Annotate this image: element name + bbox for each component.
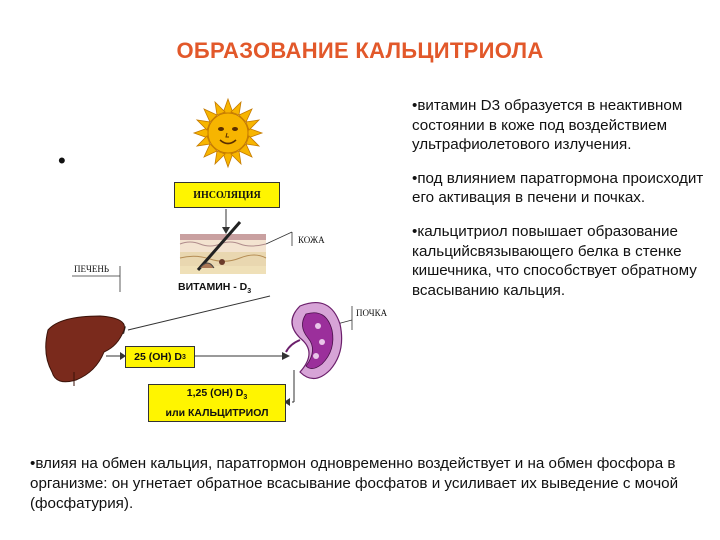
page-title: ОБРАЗОВАНИЕ КАЛЬЦИТРИОЛА <box>176 38 544 63</box>
bottom-paragraph: •влияя на обмен кальция, паратгормон одн… <box>30 455 679 512</box>
insolation-box: ИНСОЛЯЦИЯ <box>174 182 280 208</box>
skin-illustration <box>179 221 267 274</box>
vitamin-d3-label: ВИТАМИН - D3 <box>178 281 252 296</box>
liver-label: ПЕЧЕНЬ <box>74 264 110 274</box>
bullet-list: •витамин D3 образуется в неактивном сост… <box>412 96 712 314</box>
bullet-parathormone-activation: •под влиянием паратгормона происходит ег… <box>412 169 704 207</box>
calcitriol-box: 1,25 (OH) D3 или КАЛЬЦИТРИОЛ <box>148 384 286 422</box>
kidney-icon <box>285 302 343 380</box>
bullet-calcitriol-effect: •кальцитриол повышает образование кальци… <box>412 222 697 299</box>
liver-icon <box>45 315 125 386</box>
kidney-label: ПОЧКА <box>356 308 388 318</box>
skin-label: КОЖА <box>298 235 325 245</box>
sun-icon <box>192 97 264 169</box>
empty-bullet: • <box>58 148 66 173</box>
bullet-vitamin-d3: •витамин D3 образуется в неактивном сост… <box>412 97 683 154</box>
